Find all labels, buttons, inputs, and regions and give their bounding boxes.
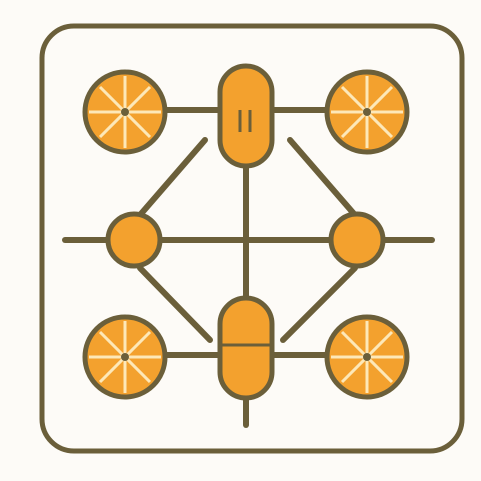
joint-left bbox=[105, 211, 163, 269]
rotor-top-right bbox=[324, 69, 410, 155]
body-top bbox=[217, 63, 275, 169]
rotor-top-left bbox=[82, 69, 168, 155]
rotor-bottom-right bbox=[324, 314, 410, 400]
rotor-bottom-left bbox=[82, 314, 168, 400]
joint-right bbox=[328, 211, 386, 269]
body-bottom bbox=[217, 295, 275, 401]
